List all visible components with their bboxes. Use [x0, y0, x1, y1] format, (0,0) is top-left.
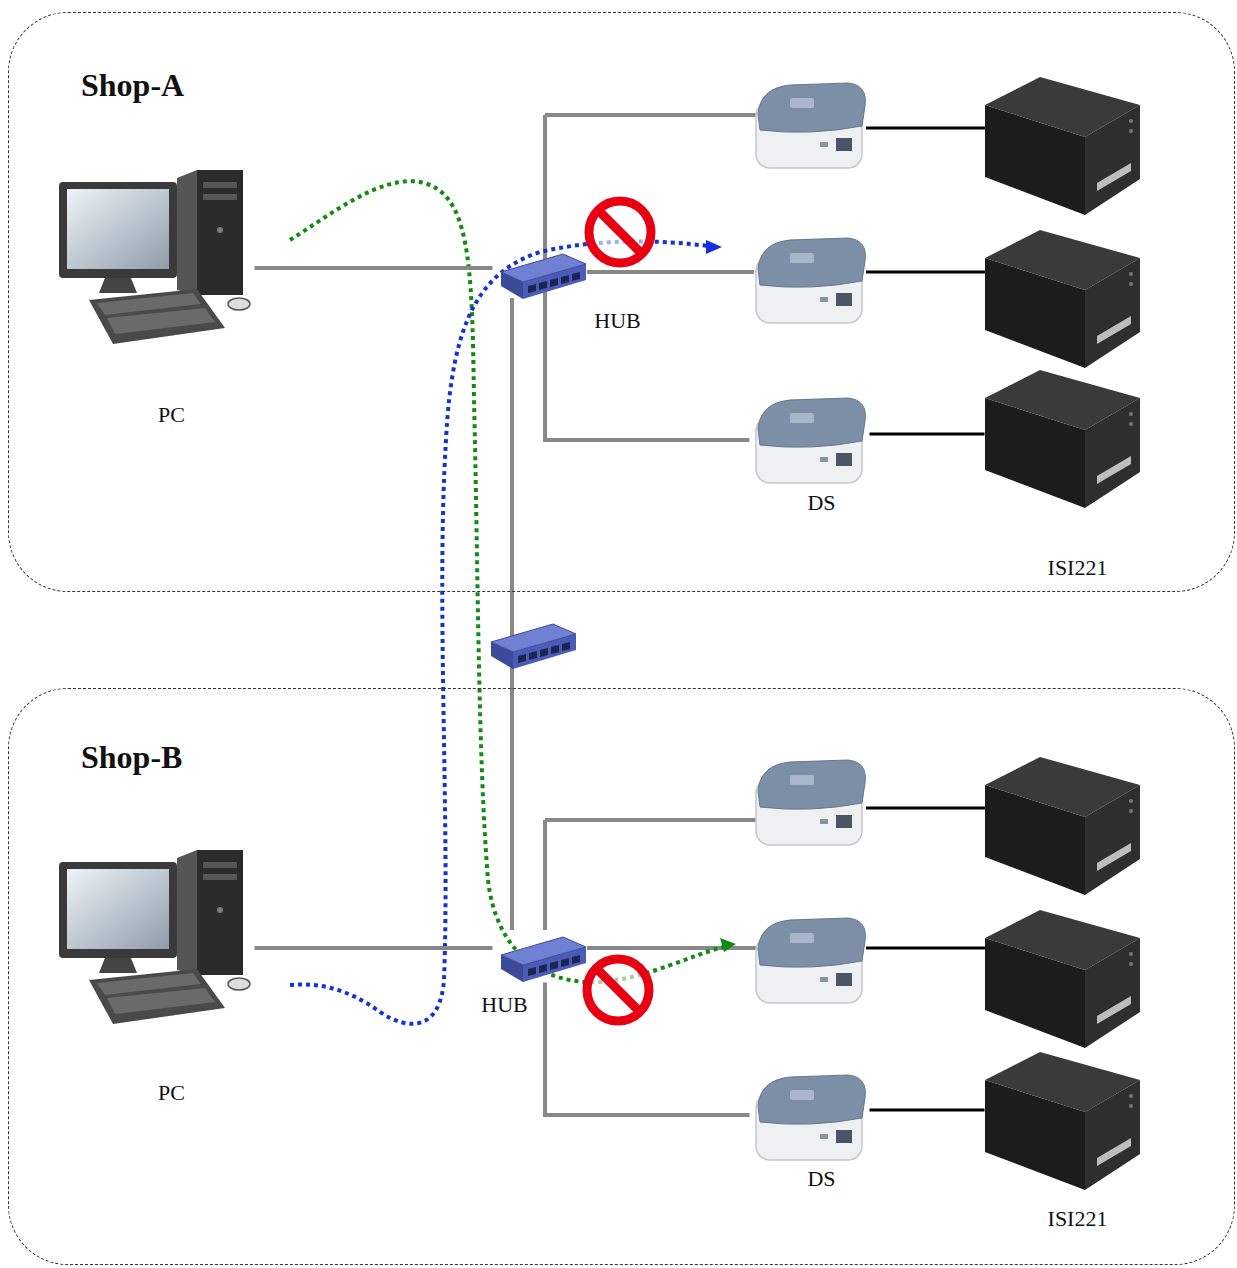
- arrowhead: [720, 938, 736, 952]
- printer-icon: ISI221: [985, 368, 1140, 508]
- drawing-part: [866, 127, 990, 130]
- device-label: HUB: [481, 992, 527, 1018]
- printer-icon: [985, 1050, 1140, 1190]
- printer-icon: [985, 230, 1140, 368]
- hub-icon: [501, 937, 586, 982]
- ds-icon: [756, 918, 865, 1003]
- serial-cable: [866, 128, 990, 948]
- hub-icon: [493, 242, 587, 300]
- drawing-part: [510, 298, 514, 930]
- hub-icon: [493, 925, 587, 983]
- serial-cable: [870, 433, 985, 436]
- prohibition-sign: [589, 201, 651, 263]
- printer-icon: [985, 910, 1140, 1048]
- network-cable: [255, 946, 493, 950]
- network-cable: [545, 983, 750, 1116]
- printer-icon: [985, 1052, 1140, 1190]
- serial-cable: [870, 1109, 985, 1112]
- network-cable: [512, 115, 760, 948]
- hub-icon: [491, 624, 576, 669]
- device-label: ISI221: [1048, 1206, 1108, 1232]
- printer-icon: [985, 368, 1140, 508]
- shop-region: Shop-B PC HUB DS ISI221: [8, 688, 1235, 1265]
- access-path-dotted: [290, 241, 708, 1023]
- device-label: ISI221: [1048, 555, 1108, 581]
- drawing-part: [545, 113, 756, 117]
- network-cable: [545, 300, 750, 441]
- drawing-part: [866, 271, 990, 274]
- ds-icon: [756, 1075, 865, 1160]
- pc-icon: PC: [55, 850, 255, 1030]
- ds-icon: [750, 395, 870, 490]
- printer-icon: [985, 77, 1140, 215]
- device-label: HUB: [594, 308, 640, 334]
- arrowhead: [706, 240, 722, 254]
- prohibition-sign: [587, 959, 649, 1021]
- drawing-part: [866, 807, 990, 810]
- pc-icon: [59, 170, 250, 344]
- drawing-part: [543, 820, 547, 930]
- device-label: DS: [807, 490, 835, 516]
- access-path-dotted: [290, 181, 724, 982]
- printer-icon: [985, 757, 1140, 895]
- ds-icon: [756, 760, 865, 845]
- hub-icon: [501, 254, 586, 299]
- drawing-part: [596, 968, 640, 1012]
- ds-icon: [756, 83, 865, 168]
- drawing-part: [866, 947, 990, 950]
- drawing-part: [598, 210, 642, 254]
- region-title: Shop-B: [81, 739, 182, 776]
- ds-icon: [750, 1072, 870, 1167]
- drawing-part: [587, 270, 754, 274]
- printer-icon: [985, 370, 1140, 508]
- shop-region: Shop-A PC HUB DS ISI221: [8, 12, 1235, 592]
- pc-icon: [55, 850, 255, 1030]
- ds-icon: [756, 398, 865, 483]
- pc-icon: PC: [55, 170, 255, 350]
- printer-icon: ISI221: [985, 1050, 1140, 1190]
- ds-icon: DS: [750, 1072, 870, 1167]
- drawing-part: [587, 959, 649, 1021]
- hub-icon: HUB: [493, 925, 587, 983]
- network-cable: [255, 266, 493, 270]
- pc-icon: [55, 170, 255, 350]
- device-label: PC: [158, 402, 185, 428]
- device-label: PC: [158, 1080, 185, 1106]
- drawing-part: [589, 201, 651, 263]
- region-title: Shop-A: [81, 67, 184, 104]
- pc-icon: [59, 850, 250, 1024]
- device-label: DS: [807, 1166, 835, 1192]
- drawing-part: [545, 818, 760, 822]
- hub-icon: HUB: [493, 242, 587, 300]
- ds-icon: [756, 238, 865, 323]
- ds-icon: DS: [750, 395, 870, 490]
